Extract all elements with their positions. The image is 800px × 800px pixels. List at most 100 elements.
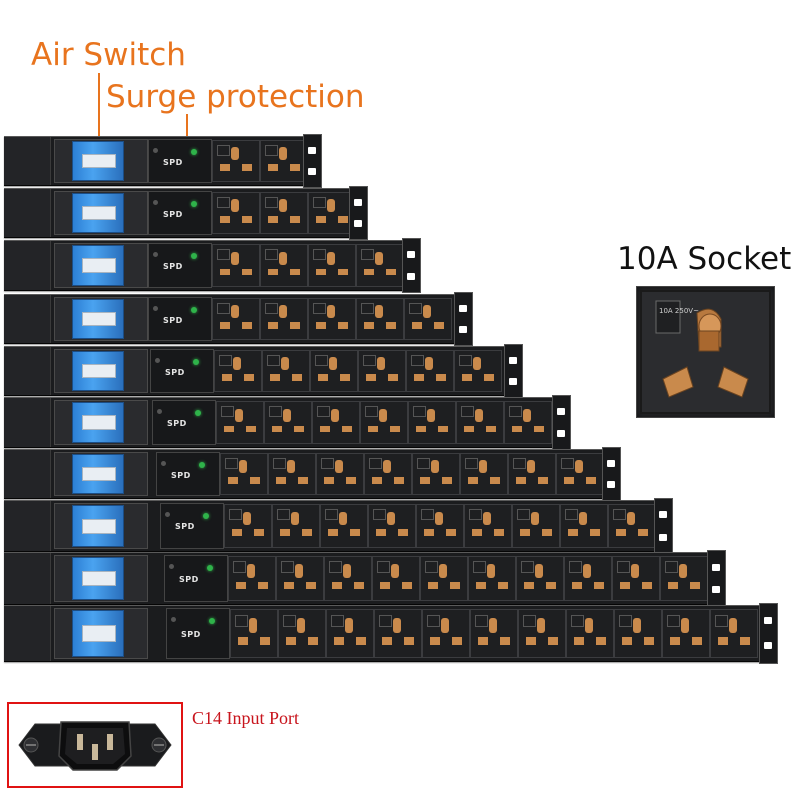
spd-indicator-led xyxy=(209,618,215,624)
outlet-pin-slot xyxy=(377,357,385,371)
outlet-rating-mark xyxy=(568,561,582,573)
universal-outlet[interactable] xyxy=(212,140,260,182)
breaker-lever[interactable] xyxy=(82,467,116,482)
universal-outlet[interactable] xyxy=(368,504,416,548)
air-switch-breaker[interactable] xyxy=(72,557,124,600)
air-switch-breaker[interactable] xyxy=(72,505,124,547)
universal-outlet[interactable] xyxy=(262,350,310,392)
outlet-pin-slot xyxy=(222,374,232,381)
universal-outlet[interactable] xyxy=(420,556,468,601)
air-switch-breaker[interactable] xyxy=(72,402,124,443)
universal-outlet[interactable] xyxy=(212,192,260,234)
air-switch-breaker[interactable] xyxy=(72,454,124,494)
outlet-rating-mark xyxy=(216,197,230,208)
universal-outlet[interactable] xyxy=(710,609,758,658)
breaker-lever[interactable] xyxy=(82,364,116,379)
universal-outlet[interactable] xyxy=(212,244,260,287)
outlet-pin-slot xyxy=(236,581,246,589)
universal-outlet[interactable] xyxy=(220,453,268,495)
universal-outlet[interactable] xyxy=(412,453,460,495)
air-switch-breaker[interactable] xyxy=(72,351,124,391)
universal-outlet[interactable] xyxy=(276,556,324,601)
breaker-lever[interactable] xyxy=(82,258,116,273)
universal-outlet[interactable] xyxy=(460,453,508,495)
universal-outlet[interactable] xyxy=(310,350,358,392)
air-switch-breaker[interactable] xyxy=(72,141,124,181)
universal-outlet[interactable] xyxy=(564,556,612,601)
universal-outlet[interactable] xyxy=(662,609,710,658)
universal-outlet[interactable] xyxy=(356,298,404,340)
air-switch-breaker[interactable] xyxy=(72,193,124,233)
universal-outlet[interactable] xyxy=(422,609,470,658)
universal-outlet[interactable] xyxy=(260,298,308,340)
outlet-pin-slot xyxy=(375,305,383,319)
universal-outlet[interactable] xyxy=(260,244,308,287)
universal-outlet[interactable] xyxy=(374,609,422,658)
air-switch-breaker[interactable] xyxy=(72,245,124,286)
universal-outlet[interactable] xyxy=(614,609,662,658)
outlet-pin-slot xyxy=(242,164,252,171)
universal-outlet[interactable] xyxy=(456,401,504,444)
universal-outlet[interactable] xyxy=(556,453,604,495)
universal-outlet[interactable] xyxy=(566,609,614,658)
universal-outlet[interactable] xyxy=(516,556,564,601)
universal-outlet[interactable] xyxy=(308,244,356,287)
universal-outlet[interactable] xyxy=(230,609,278,658)
universal-outlet[interactable] xyxy=(260,140,308,182)
universal-outlet[interactable] xyxy=(272,504,320,548)
universal-outlet[interactable] xyxy=(470,609,518,658)
universal-outlet[interactable] xyxy=(406,350,454,392)
universal-outlet[interactable] xyxy=(264,401,312,444)
universal-outlet[interactable] xyxy=(278,609,326,658)
universal-outlet[interactable] xyxy=(224,504,272,548)
universal-outlet[interactable] xyxy=(468,556,516,601)
socket-rating-text: 10A 250V~ xyxy=(659,307,699,315)
breaker-lever[interactable] xyxy=(82,312,116,327)
universal-outlet[interactable] xyxy=(268,453,316,495)
universal-outlet[interactable] xyxy=(228,556,276,601)
outlet-pin-slot xyxy=(364,268,374,276)
universal-outlet[interactable] xyxy=(660,556,708,601)
universal-outlet[interactable] xyxy=(504,401,552,444)
universal-outlet[interactable] xyxy=(560,504,608,548)
universal-outlet[interactable] xyxy=(260,192,308,234)
universal-outlet[interactable] xyxy=(324,556,372,601)
universal-outlet[interactable] xyxy=(612,556,660,601)
breaker-lever[interactable] xyxy=(82,518,116,534)
breaker-lever[interactable] xyxy=(82,154,116,169)
universal-outlet[interactable] xyxy=(508,453,556,495)
air-switch-breaker[interactable] xyxy=(72,299,124,339)
universal-outlet[interactable] xyxy=(364,453,412,495)
universal-outlet[interactable] xyxy=(326,609,374,658)
universal-outlet[interactable] xyxy=(464,504,512,548)
universal-outlet[interactable] xyxy=(320,504,368,548)
air-switch-breaker[interactable] xyxy=(72,610,124,657)
universal-outlet[interactable] xyxy=(454,350,502,392)
breaker-lever[interactable] xyxy=(82,625,116,642)
universal-outlet[interactable] xyxy=(312,401,360,444)
universal-outlet[interactable] xyxy=(404,298,452,340)
outlet-pin-slot xyxy=(434,322,444,329)
outlet-pin-slot xyxy=(524,581,534,589)
universal-outlet[interactable] xyxy=(372,556,420,601)
universal-outlet[interactable] xyxy=(212,298,260,340)
universal-outlet[interactable] xyxy=(518,609,566,658)
universal-outlet[interactable] xyxy=(360,401,408,444)
spd-indicator-led xyxy=(199,462,205,468)
breaker-lever[interactable] xyxy=(82,206,116,221)
universal-outlet[interactable] xyxy=(356,244,404,287)
universal-outlet[interactable] xyxy=(408,401,456,444)
universal-outlet[interactable] xyxy=(308,192,356,234)
universal-outlet[interactable] xyxy=(512,504,560,548)
mounting-ear xyxy=(349,186,368,240)
outlet-rating-mark xyxy=(224,458,238,469)
universal-outlet[interactable] xyxy=(316,453,364,495)
universal-outlet[interactable] xyxy=(216,401,264,444)
breaker-lever[interactable] xyxy=(82,415,116,430)
universal-outlet[interactable] xyxy=(214,350,262,392)
universal-outlet[interactable] xyxy=(358,350,406,392)
breaker-lever[interactable] xyxy=(82,571,116,587)
universal-outlet[interactable] xyxy=(416,504,464,548)
universal-outlet[interactable] xyxy=(308,298,356,340)
universal-outlet[interactable] xyxy=(608,504,656,548)
